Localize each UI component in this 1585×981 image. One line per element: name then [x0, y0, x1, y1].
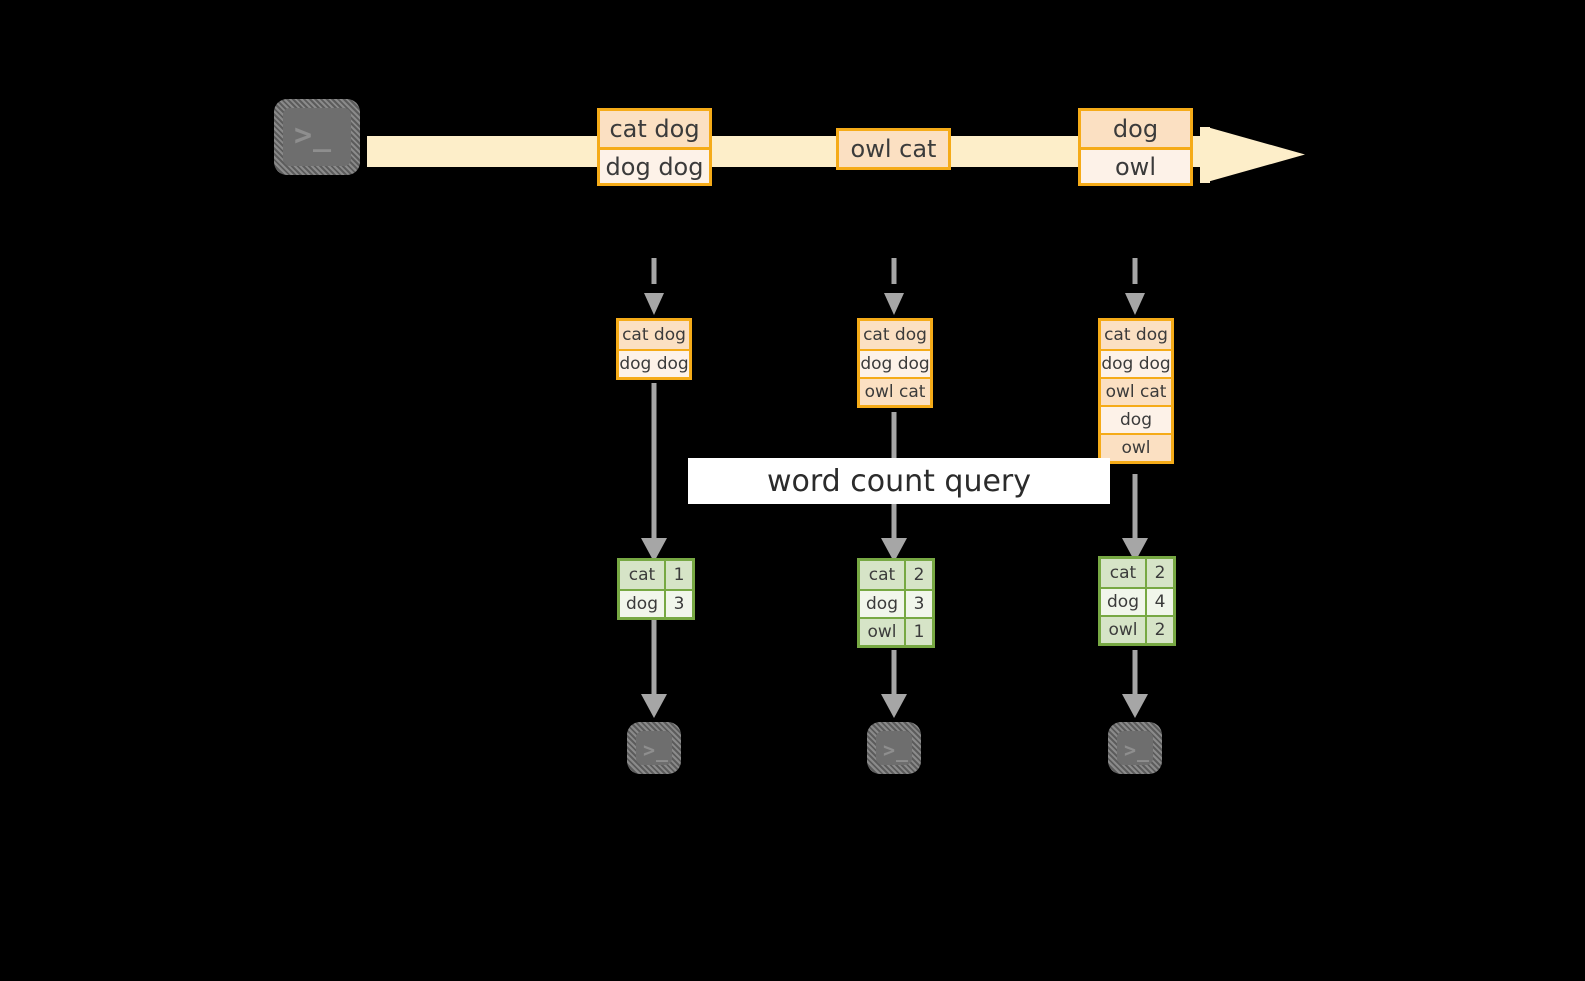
query-label: word count query — [688, 458, 1110, 504]
snapshot-input-line: cat dog — [619, 321, 689, 349]
result-count: 1 — [664, 561, 692, 589]
stream-record-line: cat dog — [600, 111, 709, 147]
snapshot-2-input-stack[interactable]: cat dog dog dog owl cat — [857, 318, 933, 408]
result-count: 1 — [904, 619, 932, 645]
snapshot-input-line: dog — [1101, 405, 1171, 433]
result-word: dog — [620, 591, 664, 617]
terminal-face — [636, 731, 672, 765]
sink-connectors — [651, 620, 1138, 700]
source-terminal-icon[interactable]: >_ — [274, 99, 360, 175]
result-count: 2 — [1145, 559, 1173, 587]
snapshot-feed-arrows — [651, 258, 1138, 296]
snapshot-2-result-table[interactable]: cat 2 dog 3 owl 1 — [857, 558, 935, 648]
snapshot-input-line: cat dog — [1101, 321, 1171, 349]
result-word: dog — [1101, 589, 1145, 615]
snapshot-feed-arrowheads — [644, 293, 1145, 315]
sink-connector-arrowheads — [641, 694, 1148, 718]
result-word: owl — [1101, 617, 1145, 643]
table-row: owl 2 — [1101, 615, 1173, 643]
snapshot-input-line: owl cat — [860, 377, 930, 405]
result-word: dog — [860, 591, 904, 617]
result-word: cat — [860, 561, 904, 589]
terminal-face — [1117, 731, 1153, 765]
stream-record-line: owl — [1081, 147, 1190, 183]
snapshot-3-sink-terminal-icon[interactable]: >_ — [1108, 722, 1162, 774]
table-row: dog 3 — [860, 589, 932, 617]
snapshot-input-line: owl — [1101, 433, 1171, 461]
table-row: dog 3 — [620, 589, 692, 617]
table-row: cat 1 — [620, 561, 692, 589]
stream-record-line: dog dog — [600, 147, 709, 183]
snapshot-2-sink-terminal-icon[interactable]: >_ — [867, 722, 921, 774]
snapshot-input-line: owl cat — [1101, 377, 1171, 405]
snapshot-1-input-stack[interactable]: cat dog dog dog — [616, 318, 692, 380]
table-row: dog 4 — [1101, 587, 1173, 615]
snapshot-1-sink-terminal-icon[interactable]: >_ — [627, 722, 681, 774]
result-word: cat — [1101, 559, 1145, 587]
stream-record-1[interactable]: cat dog dog dog — [597, 108, 712, 186]
snapshot-1-result-table[interactable]: cat 1 dog 3 — [617, 558, 695, 620]
result-word: owl — [860, 619, 904, 645]
table-row: cat 2 — [860, 561, 932, 589]
result-count: 3 — [904, 591, 932, 617]
terminal-prompt-glyph: >_ — [643, 738, 670, 762]
result-count: 2 — [904, 561, 932, 589]
terminal-face — [283, 108, 351, 166]
terminal-prompt-glyph: >_ — [1124, 738, 1151, 762]
stream-record-line: dog — [1081, 111, 1190, 147]
snapshot-3-input-stack[interactable]: cat dog dog dog owl cat dog owl — [1098, 318, 1174, 464]
stream-record-2[interactable]: owl cat — [836, 128, 951, 170]
result-count: 4 — [1145, 589, 1173, 615]
snapshot-input-line: dog dog — [860, 349, 930, 377]
terminal-face — [876, 731, 912, 765]
result-count: 2 — [1145, 617, 1173, 643]
terminal-prompt-glyph: >_ — [294, 118, 333, 153]
snapshot-3-result-table[interactable]: cat 2 dog 4 owl 2 — [1098, 556, 1176, 646]
stream-record-3[interactable]: dog owl — [1078, 108, 1193, 186]
stream-record-line: owl cat — [839, 131, 948, 167]
result-word: cat — [620, 561, 664, 589]
table-row: cat 2 — [1101, 559, 1173, 587]
table-row: owl 1 — [860, 617, 932, 645]
result-count: 3 — [664, 591, 692, 617]
query-connector-arrowheads — [641, 538, 1148, 562]
snapshot-input-line: dog dog — [1101, 349, 1171, 377]
snapshot-input-line: dog dog — [619, 349, 689, 377]
terminal-prompt-glyph: >_ — [883, 738, 910, 762]
snapshot-input-line: cat dog — [860, 321, 930, 349]
stream-arrow — [367, 127, 1305, 183]
